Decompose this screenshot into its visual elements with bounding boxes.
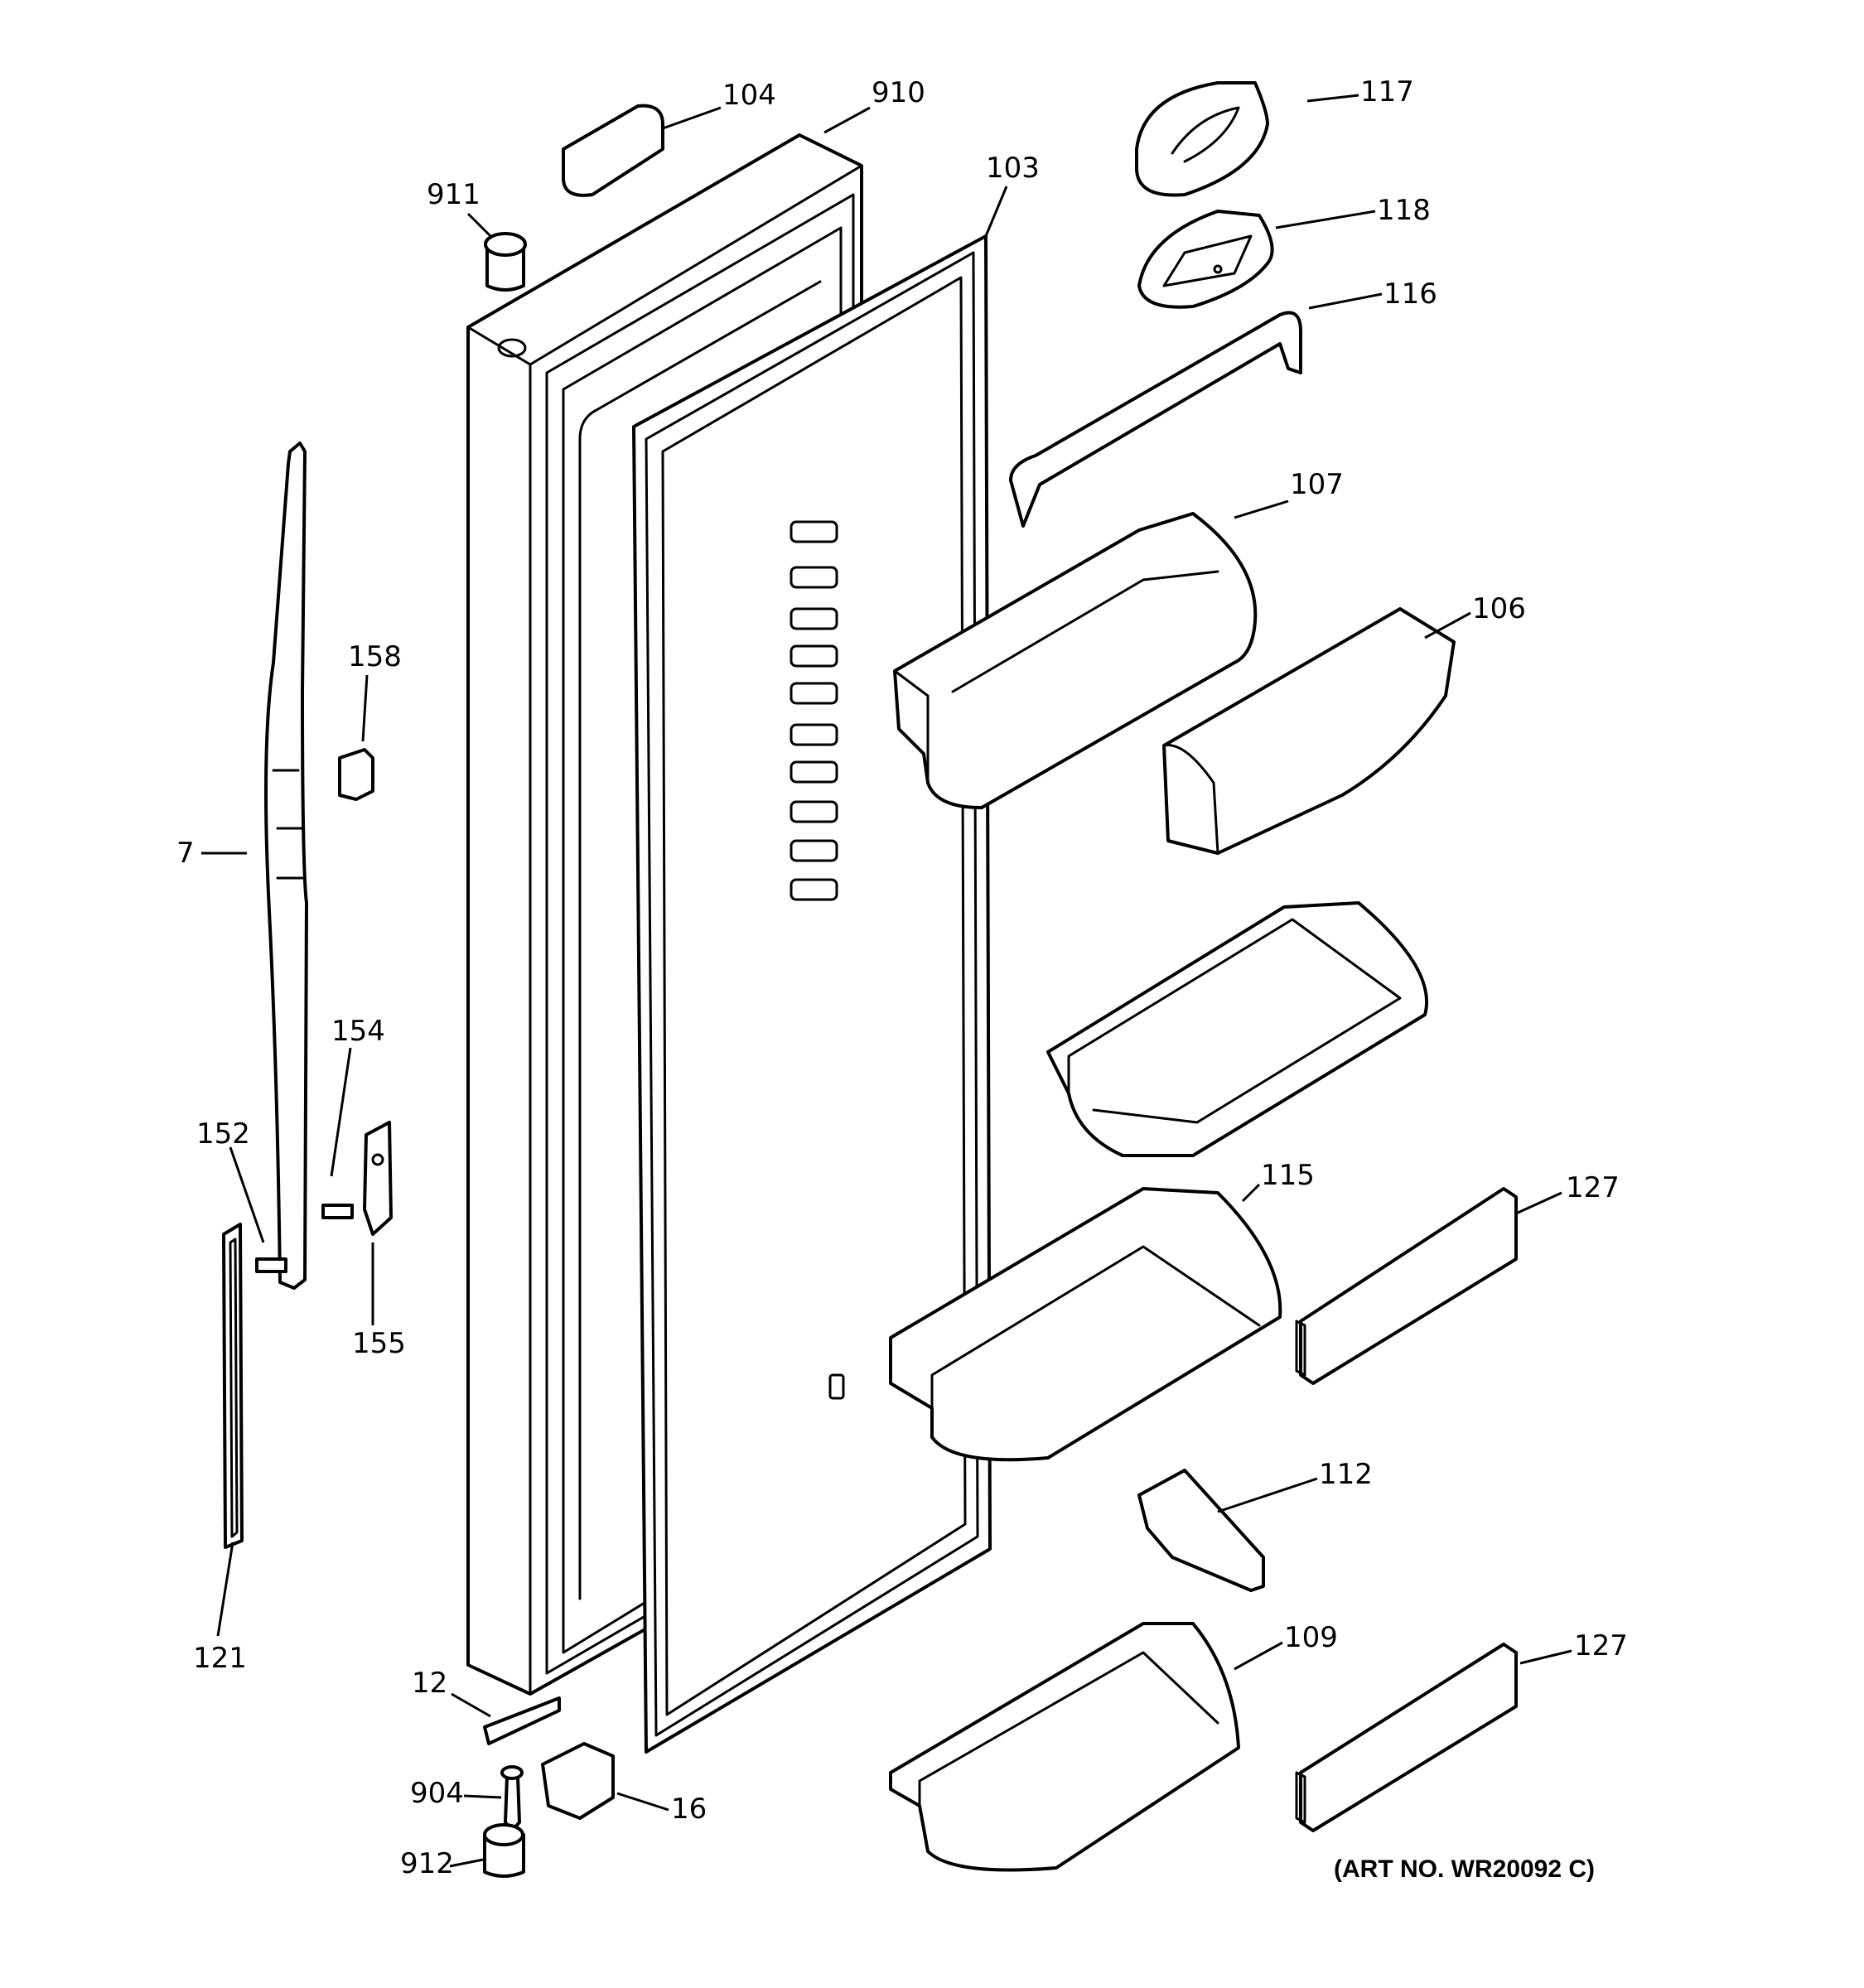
part-158-clip [338,748,374,801]
callout-158: 158 [348,640,402,673]
part-904-screw [500,1765,524,1832]
shelf-bin [1046,901,1429,1157]
callout-116: 116 [1384,277,1437,311]
part-121-trim [222,1223,244,1549]
part-107-bin [893,512,1258,809]
part-109-bin [889,1622,1240,1872]
liner-shelf-supports [790,520,845,1400]
part-112-guard [1137,1469,1265,1592]
callout-121: 121 [193,1642,247,1675]
callout-904: 904 [410,1777,464,1810]
callout-109: 109 [1284,1621,1338,1654]
callout-155: 155 [352,1327,406,1360]
callout-152: 152 [196,1117,250,1151]
part-911-bushing [484,232,527,292]
callout-7: 7 [176,837,195,870]
callout-12: 12 [412,1667,448,1700]
part-16-hinge-block [541,1742,615,1820]
callout-118: 118 [1377,194,1431,227]
callout-106: 106 [1472,592,1526,625]
callout-911: 911 [427,178,480,211]
callout-16: 16 [671,1793,707,1826]
part-118-tray [1137,210,1274,309]
callout-107: 107 [1290,468,1344,501]
part-127-lower-cover [1295,1643,1518,1832]
callout-112: 112 [1319,1458,1373,1491]
callout-115: 115 [1261,1159,1315,1192]
part-115-bin [889,1187,1282,1462]
callout-117: 117 [1360,75,1414,109]
callout-912: 912 [400,1847,454,1880]
part-912-bushing [483,1823,525,1878]
callout-154: 154 [331,1015,385,1048]
callout-103: 103 [986,152,1040,185]
part-127-upper-cover [1295,1187,1518,1385]
callout-127-upper: 127 [1566,1171,1620,1204]
part-154-screw [321,1204,354,1219]
part-104-cap [562,104,664,197]
part-106-bin [1162,607,1456,855]
part-116-rail [1009,311,1302,528]
callout-127-lower: 127 [1574,1629,1628,1662]
part-155-bracket [363,1121,393,1236]
callout-910: 910 [872,76,925,109]
door-gasket [632,234,992,1754]
leader-lines [201,94,1572,1868]
callout-104: 104 [722,79,776,112]
part-117-cover [1134,81,1269,197]
part-7-handle [264,442,308,1290]
part-152-screw [255,1257,287,1273]
art-number: (ART NO. WR20092 C) [1334,1855,1596,1883]
part-12-plate [483,1696,561,1745]
